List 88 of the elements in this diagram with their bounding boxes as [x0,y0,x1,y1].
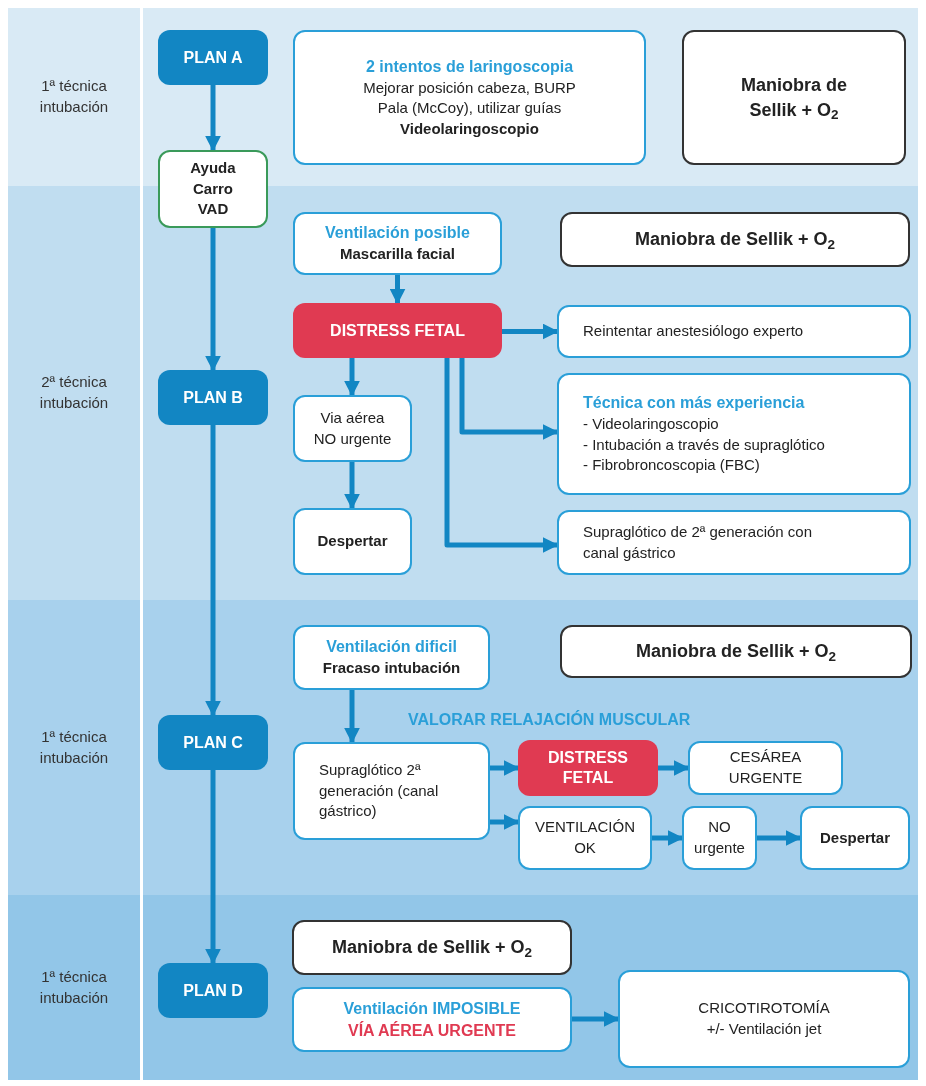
arrow [459,358,559,440]
band-panel [8,600,918,895]
arrow [490,760,520,776]
arrow [205,770,221,965]
box-text: Ventilación IMPOSIBLE [342,998,522,1019]
box-text: Maniobra de Sellik + O$_{2}$ [330,936,534,960]
process-box [292,987,572,1052]
process-box [293,212,502,275]
arrow [444,358,559,553]
box-text: Técnica con más experiencia [582,393,806,414]
section-label: VALORAR RELAJACIÓN MUSCULAR [408,709,691,730]
row-label: 1ª técnica intubación [38,76,110,117]
row-label: 1ª técnica intubación [38,966,110,1008]
plan-box [158,715,268,770]
box-text: Supraglótico de 2ª generación con canal gástrico [582,521,814,563]
note-box [292,920,572,975]
box-text: VENTILACIÓN OK [534,817,636,858]
note-box [560,212,910,267]
box-text: PLAN A [182,47,244,68]
arrow [502,323,559,340]
box-text: Mascarilla facial [338,244,457,265]
note-box [682,30,906,165]
alert-box [293,303,502,358]
box-text: Mejorar posición cabeza, BURP [362,77,577,98]
box-text: - Intubación a través de supraglótico [582,434,826,455]
arrow [205,425,221,717]
process-box [293,395,412,462]
box-text: NO urgente [693,817,746,858]
arrow [572,1011,620,1027]
process-box [618,970,910,1068]
box-text: Reintentar anestesiólogo experto [582,321,805,342]
row-label: 2ª técnica intubación [38,372,110,413]
arrow [389,275,406,305]
band-panel [8,8,918,186]
process-box [557,373,911,495]
box-text: CRICOTIROTOMÍA [697,998,831,1019]
process-box [682,806,757,870]
process-box [293,625,490,690]
process-box [800,806,910,870]
process-box [557,510,911,575]
box-text: Videolaringoscopio [399,118,540,139]
process-box [557,305,911,358]
plan-box [158,370,268,425]
arrow [344,462,360,510]
box-text: Ayuda Carro VAD [189,158,237,220]
box-text: Ventilación dificil [325,637,458,658]
box-text: Via aérea NO urgente [312,407,393,449]
box-text: Despertar [818,827,891,848]
process-box [518,806,652,870]
process-box [293,508,412,575]
box-text: Pala (McCoy), utilizar guías [376,98,563,119]
arrow [205,228,221,372]
process-box [158,150,268,228]
box-text: CESÁREA URGENTE [727,747,804,788]
arrow [757,830,802,846]
box-text: - Videolaringoscopio [582,414,720,435]
box-text: PLAN C [182,732,244,753]
arrow [205,85,221,152]
row-label: 1ª técnica intubación [38,726,110,768]
alert-box [518,740,658,796]
box-text: Maniobra de Sellik + O$_{2}$ [633,228,837,252]
box-text: +/- Ventilación jet [705,1019,823,1039]
box-text: VÍA AÉREA URGENTE [347,1020,517,1041]
arrow [344,690,360,744]
box-text: PLAN D [182,980,244,1001]
box-text: Ventilación posible [324,223,471,244]
band-panel [8,186,918,600]
arrow [652,830,684,846]
arrow [344,358,360,397]
process-box [293,742,490,840]
box-text: Maniobra de Sellik + O$_{2}$ [740,73,848,123]
box-text: 2 intentos de laringoscopia [364,56,575,77]
arrow [490,814,520,830]
box-text: DISTRESS FETAL [547,748,629,788]
box-text: Supraglótico 2ª generación (canal gástrico) [318,760,440,822]
box-text: PLAN B [182,387,244,408]
process-box [293,30,646,165]
box-text: Fracaso intubación [321,658,462,679]
plan-box [158,963,268,1018]
box-text: Maniobra de Sellik + O$_{2}$ [634,640,838,664]
box-text: Despertar [316,531,389,552]
plan-box [158,30,268,85]
process-box [688,741,843,795]
note-box [560,625,912,678]
arrow [658,760,690,776]
box-text: DISTRESS FETAL [329,320,466,341]
box-text: - Fibrobroncoscopia (FBC) [582,455,761,476]
band-panel [8,895,918,1080]
